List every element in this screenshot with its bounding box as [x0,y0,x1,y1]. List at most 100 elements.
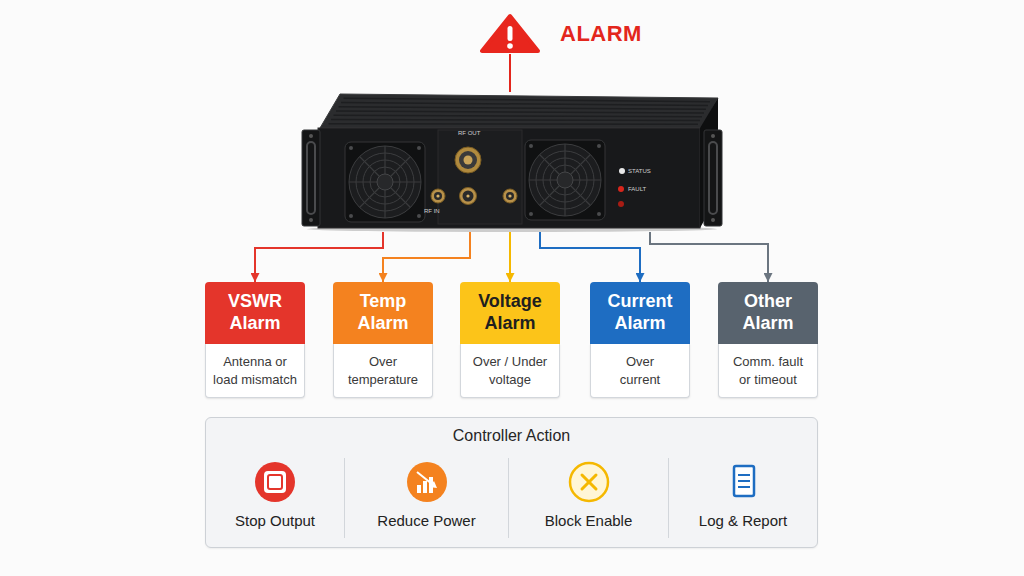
vent-line [331,120,700,121]
device-top [320,94,718,128]
connector [503,189,517,203]
vent-line [341,103,708,106]
alarm-body [333,344,433,398]
device-front [318,128,700,228]
alarm-heading: ALARM [560,21,642,47]
warning-triangle: ALARM [478,12,658,54]
alarm-connector [540,232,640,282]
fan-grill [349,146,421,218]
action-cell: Reduce Power [344,458,508,538]
device-illustration [300,92,725,232]
alarm-box: Current AlarmOver current [590,282,690,398]
icon-square-inner [268,475,282,489]
connector-pin [508,194,511,197]
alarm-title: Other Alarm [718,282,818,344]
exclamation-bar [508,26,513,41]
icon-arrow [417,472,432,484]
action-label: Log & Report [669,512,817,529]
front-plate [438,130,522,224]
port-label: STATUS [628,168,651,174]
rack-ear [302,130,320,226]
connector [460,188,477,205]
action-label: Block Enable [509,512,668,529]
alarm-description: Antenna or load mismatch [205,344,305,398]
vent-line [329,123,699,125]
vent-line [339,107,707,110]
action-cell: Log & Report [668,458,817,538]
alarm-box: VSWR AlarmAntenna or load mismatch [205,282,305,398]
rack-ear [704,130,722,226]
vent-line [334,115,703,117]
rack-screw [309,218,313,222]
vent-line [336,111,704,113]
fan-grill [529,144,601,216]
alarm-box: Temp AlarmOver temperature [333,282,433,398]
icon-disc [407,462,447,502]
panel-title: Controller Action [206,427,817,445]
action-icon [567,460,611,504]
alarm-body [205,344,305,398]
action-label: Stop Output [206,512,344,529]
icon-cross [582,475,596,489]
alarm-box: Other AlarmComm. fault or timeout [718,282,818,398]
rack-screw [711,218,715,222]
rf-out-inner [459,151,477,169]
rack-handle [307,142,315,214]
fan-screw [349,214,353,218]
fan-screw [597,212,601,216]
action-icon [253,460,297,504]
fan-screw [349,146,353,150]
action-label: Reduce Power [345,512,508,529]
action-cell: Stop Output [206,458,344,538]
fan-spoke [540,155,591,206]
alarm-connector [509,54,511,92]
alarm-body [460,344,560,398]
alarm-description: Over temperature [333,344,433,398]
alarm-title: Voltage Alarm [460,282,560,344]
connector-pin [466,194,469,197]
action-icon [405,460,449,504]
icon-ring [570,463,608,501]
controller-panel: Stop OutputReduce PowerBlock EnableLog &… [205,417,818,548]
port-label: RF OUT [458,130,480,136]
fan-hub [377,174,393,190]
icon-doc-line [738,486,750,488]
connector [431,189,445,203]
alarm-title: Current Alarm [590,282,690,344]
fan-hub [557,172,573,188]
icon-square [264,471,286,493]
alarm-box: Voltage AlarmOver / Under voltage [460,282,560,398]
rack-screw [711,134,715,138]
alarm-description: Over / Under voltage [460,344,560,398]
alarm-connector [509,232,511,282]
warning-icon [478,12,542,54]
fan-screw [417,214,421,218]
icon-disc [255,462,295,502]
icon-doc-line [738,480,750,482]
connector-pin [436,194,439,197]
rack-screw [309,134,313,138]
fan-frame [345,142,425,222]
exclamation-dot [507,43,513,49]
alarm-connector [650,232,768,282]
icon-doc-line [738,474,750,476]
port-label: FAULT [628,186,646,192]
alarm-title: VSWR Alarm [205,282,305,344]
fan-screw [529,212,533,216]
status-led [619,168,625,174]
icon-bar [423,481,427,493]
rack-handle [709,142,717,214]
alarm-body [590,344,690,398]
alarm-connector [255,232,383,282]
alarm-connector [383,232,470,282]
alarm-description: Over current [590,344,690,398]
port-label: RF IN [424,208,440,214]
connector-inner [463,191,474,202]
alarm-body [718,344,818,398]
icon-document [734,466,754,496]
connector-inner [434,192,442,200]
action-cell: Block Enable [508,458,668,538]
fan-screw [529,144,533,148]
